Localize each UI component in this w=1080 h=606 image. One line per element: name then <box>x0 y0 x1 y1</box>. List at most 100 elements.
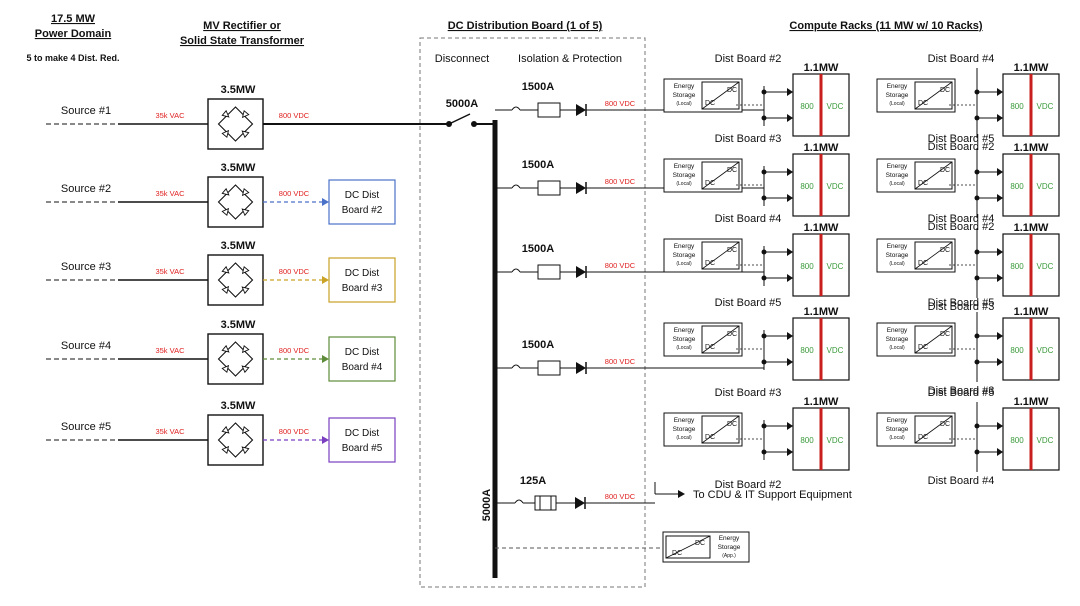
rack-rating: 1.1MW <box>1014 62 1049 74</box>
svg-text:5000A: 5000A <box>446 98 478 110</box>
feeder-rating: 1500A <box>522 81 554 93</box>
svg-text:Storage: Storage <box>886 336 909 343</box>
svg-text:DC: DC <box>940 421 950 428</box>
fuse-icon <box>537 264 561 280</box>
svg-text:DC: DC <box>672 550 682 557</box>
svg-text:MV Rectifier or: MV Rectifier or <box>203 20 281 32</box>
svg-text:VDC: VDC <box>827 262 844 271</box>
svg-text:DC Dist: DC Dist <box>345 428 380 439</box>
svg-text:DC: DC <box>918 344 928 351</box>
header-dc-board: DC Distribution Board (1 of 5) <box>448 20 603 32</box>
rack-source-label: Dist Board #5 <box>715 297 782 309</box>
rack-source-label: Dist Board #3 <box>928 385 995 397</box>
vac-label: 35k VAC <box>155 111 185 120</box>
diode-icon <box>576 266 586 278</box>
svg-text:Storage: Storage <box>673 426 696 433</box>
vac-label: 35k VAC <box>155 427 185 436</box>
svg-text:DC: DC <box>695 540 705 547</box>
svg-text:800: 800 <box>800 102 814 111</box>
dc-dist-board-box <box>328 417 396 463</box>
svg-text:(Local): (Local) <box>889 181 905 187</box>
svg-text:DC: DC <box>705 100 715 107</box>
svg-text:(Local): (Local) <box>676 181 692 187</box>
svg-text:800: 800 <box>800 346 814 355</box>
rectifier-rating: 3.5MW <box>221 240 256 252</box>
rack-rating: 1.1MW <box>804 62 839 74</box>
svg-text:(Local): (Local) <box>676 261 692 267</box>
diode-icon <box>576 362 586 374</box>
rack-left: Dist Board #2EnergyStorage(Local)DCDC1.1… <box>663 53 850 137</box>
aux-feeder: 125A 800 VDC To CDU & IT Support Equipme… <box>495 475 852 511</box>
svg-text:DC: DC <box>940 331 950 338</box>
svg-text:800: 800 <box>1010 436 1024 445</box>
svg-text:DC: DC <box>727 247 737 254</box>
svg-text:800: 800 <box>800 436 814 445</box>
rack-source-label: Dist Board #3 <box>928 301 995 313</box>
rack-left: Dist Board #3EnergyStorage(Local)DCDC1.1… <box>663 387 850 491</box>
source-label: Source #2 <box>61 183 111 195</box>
rack-rating: 1.1MW <box>1014 142 1049 154</box>
rack-source-label: Dist Board #4 <box>928 475 995 487</box>
app-energy-storage: DC DC Energy Storage (App.) <box>495 531 750 563</box>
header-rectifier: MV Rectifier or Solid State Transformer <box>180 20 305 47</box>
rack-right: Dist Board #5EnergyStorage(Local)DCDC1.1… <box>876 297 1060 397</box>
header-isolation: Isolation & Protection <box>518 53 622 65</box>
rack-source-label: Dist Board #4 <box>928 53 995 65</box>
feeder-rating: 1500A <box>522 243 554 255</box>
svg-text:DC: DC <box>918 260 928 267</box>
svg-text:Energy: Energy <box>674 417 695 424</box>
svg-text:Board #3: Board #3 <box>342 283 383 294</box>
svg-text:Storage: Storage <box>673 172 696 179</box>
svg-text:Storage: Storage <box>718 544 741 551</box>
rack-left: Dist Board #5EnergyStorage(Local)DCDC1.1… <box>663 297 850 381</box>
svg-text:DC: DC <box>727 87 737 94</box>
fuse-icon <box>537 102 561 118</box>
rack-source-label: Dist Board #4 <box>928 213 995 225</box>
svg-text:VDC: VDC <box>1037 436 1054 445</box>
vdc-label: 800 VDC <box>279 427 310 436</box>
svg-text:Energy: Energy <box>674 243 695 250</box>
feeder-rating: 1500A <box>522 339 554 351</box>
svg-text:800: 800 <box>800 182 814 191</box>
svg-text:Solid State Transformer: Solid State Transformer <box>180 35 305 47</box>
svg-text:Storage: Storage <box>673 92 696 99</box>
svg-text:800: 800 <box>1010 262 1024 271</box>
svg-text:(Local): (Local) <box>889 345 905 351</box>
rack-right: Dist Board #5EnergyStorage(Local)DCDC1.1… <box>876 133 1060 233</box>
fuse-icon <box>537 180 561 196</box>
rack-source-label: Dist Board #4 <box>715 213 782 225</box>
rack-right: Dist Board #4EnergyStorage(Local)DCDC1.1… <box>876 53 1060 153</box>
svg-text:Board #4: Board #4 <box>342 362 383 373</box>
rack-rating: 1.1MW <box>804 142 839 154</box>
svg-text:Energy: Energy <box>674 83 695 90</box>
bridge-icon <box>217 262 254 298</box>
header-power-domain: 17.5 MW Power Domain 5 to make 4 Dist. R… <box>26 13 119 63</box>
feeder-vdc: 800 VDC <box>605 99 636 108</box>
svg-text:Energy: Energy <box>887 243 908 250</box>
rack-right: Dist Board #5EnergyStorage(Local)DCDC1.1… <box>876 387 1060 487</box>
vdc-label: 800 VDC <box>279 346 310 355</box>
bridge-icon <box>217 106 254 142</box>
dc-dist-board-box <box>328 336 396 382</box>
vdc-label: 800 VDC <box>279 267 310 276</box>
svg-text:Board #5: Board #5 <box>342 443 383 454</box>
svg-text:(Local): (Local) <box>889 101 905 107</box>
svg-text:VDC: VDC <box>1037 182 1054 191</box>
svg-text:DC: DC <box>918 180 928 187</box>
bridge-icon <box>217 184 254 220</box>
rack-rating: 1.1MW <box>1014 396 1049 408</box>
svg-text:VDC: VDC <box>827 102 844 111</box>
svg-text:VDC: VDC <box>1037 262 1054 271</box>
rack-left: Dist Board #4EnergyStorage(Local)DCDC1.1… <box>663 213 850 297</box>
svg-text:Storage: Storage <box>886 426 909 433</box>
svg-text:Energy: Energy <box>887 417 908 424</box>
svg-text:800: 800 <box>1010 182 1024 191</box>
rectifier-rating: 3.5MW <box>221 400 256 412</box>
svg-text:Board #2: Board #2 <box>342 205 383 216</box>
